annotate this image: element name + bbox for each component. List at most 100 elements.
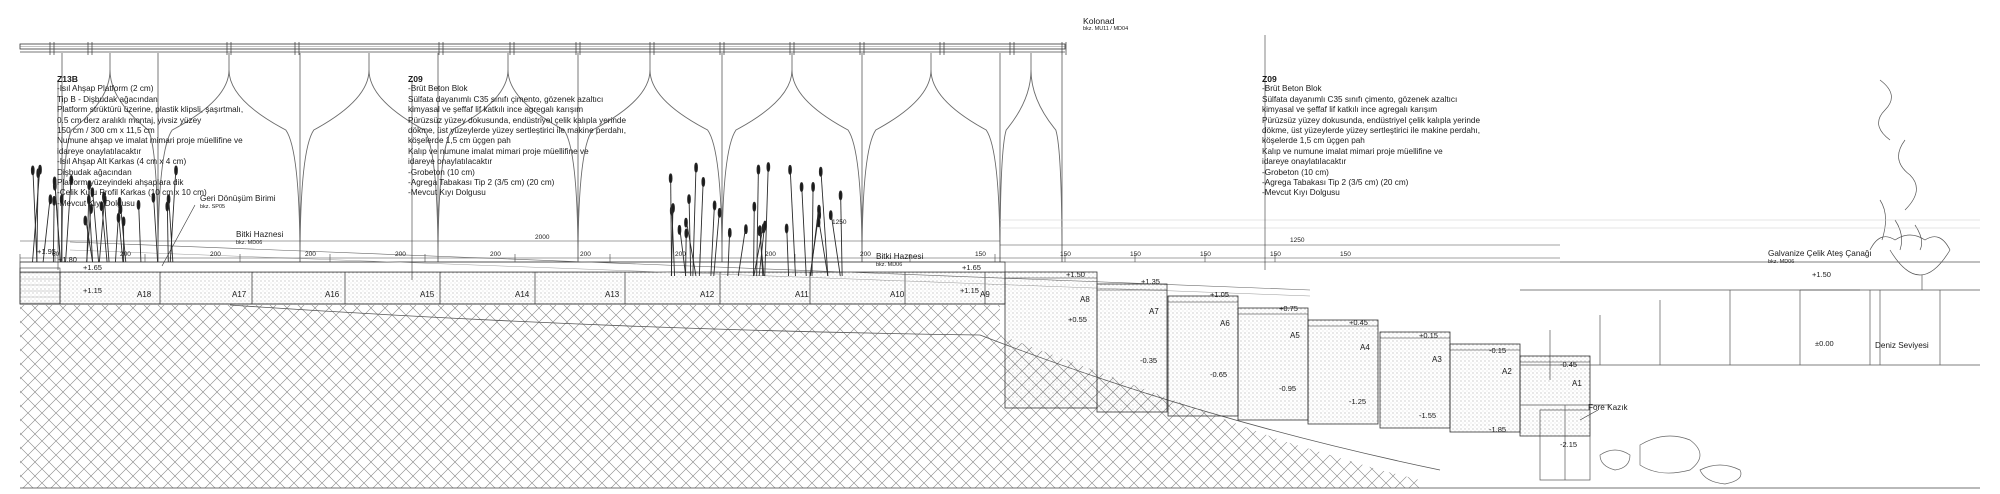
deck-slab [19, 271, 1006, 305]
note-line: 0.5 cm derz aralıklı montaj, yivsiz yüze… [57, 115, 202, 125]
arch-curve [437, 53, 509, 263]
note-line: -Agrega Tabakası Tip 2 (3/5 cm) (20 cm) [408, 178, 555, 188]
step-label: A6 [1220, 319, 1230, 328]
callout-title: Bitki Haznesi [236, 230, 284, 239]
arch-curve [157, 53, 230, 263]
note-line: köşelerde 1,5 cm üçgen pah [408, 136, 511, 146]
callout-ref: bkz. MD06 [1768, 259, 1795, 266]
kolonad-label: Kolonad bkz. MU11 / MD04 [1083, 16, 1128, 33]
reed-head [784, 223, 789, 234]
step-top-level: +1.35 [1141, 277, 1160, 286]
note-line: Pürüzsüz yüzey dokusunda, endüstriyel çe… [408, 115, 626, 125]
reed-stem [670, 174, 673, 277]
concrete-step-block [1307, 319, 1379, 425]
note-line: -Mevcut Kıyı Dolgusu [1262, 188, 1340, 198]
reed-head [684, 228, 689, 239]
dimension-overall-label: 2000 [535, 234, 550, 241]
concrete-step-block [1004, 271, 1098, 409]
dimension-label: 200 [305, 251, 316, 258]
dimension-label: 150 [1340, 251, 1351, 258]
arch-curve [228, 69, 301, 263]
concrete-step-block [1167, 295, 1239, 417]
note-line: -Grobeton (10 cm) [1262, 167, 1329, 177]
dimension-label: 200 [120, 251, 131, 258]
reed-head [687, 194, 691, 205]
step-bottom-level: -0.35 [1140, 356, 1157, 365]
callout-ref: bkz. SP05 [200, 204, 226, 211]
arch-curve [649, 69, 723, 263]
note-line: Pürüzsüz yüzey dokusunda, endüstriyel çe… [1262, 115, 1480, 125]
level-label: +1.95 [37, 247, 56, 256]
dimension-label: 150 [975, 251, 986, 258]
note-line: Sülfata dayanımlı C35 sınıfı çimento, gö… [1262, 94, 1458, 104]
dimension-label: 200 [860, 251, 871, 258]
note-z13b: Z13B -Isıl Ahşap Platform (2 cm) Tip B -… [57, 74, 243, 209]
reed-head [38, 164, 42, 175]
reed-head [677, 224, 682, 235]
note-line: kimyasal ve şeffaf lif katkılı ince agre… [408, 105, 584, 115]
step-top-level: -0.45 [1560, 360, 1577, 369]
reed-stem [32, 166, 38, 263]
step-label: A3 [1432, 355, 1442, 364]
fore-kazik-label: Fore Kazık [1588, 403, 1628, 412]
panel-label: A14 [515, 290, 530, 299]
arch-curve [507, 69, 579, 263]
reed-head [83, 215, 88, 226]
step-top-level: +0.15 [1419, 331, 1438, 340]
callout-deniz-seviyesi: Deniz Seviyesi [1875, 341, 1929, 351]
concrete-step-block [1519, 355, 1591, 437]
callout-title: Geri Dönüşüm Birimi [200, 194, 276, 203]
note-line: 150 cm / 300 cm x 11,5 cm [57, 126, 155, 136]
reed-head [102, 194, 107, 205]
note-line: Platform yüzeyindeki ahşaplara dik [57, 178, 184, 188]
callout-ref: bkz. MD06 [876, 262, 903, 269]
note-line: dökme, üst yüzeylerde yüzey sertleştiric… [408, 126, 626, 136]
callout-title: Bitki Haznesi [876, 252, 924, 261]
note-line: Kalıp ve numune imalat mimari proje müel… [1262, 146, 1443, 156]
arch-curve [1030, 69, 1063, 263]
note-z09-code: Z09 [1262, 74, 1277, 84]
note-line: kimyasal ve şeffaf lif katkılı ince agre… [1262, 105, 1438, 115]
reed-head [727, 227, 732, 238]
level-label: +1.15 [960, 286, 979, 295]
callout-bitki-2: Bitki Haznesi bkz. MD06 [876, 252, 923, 269]
reed-head [99, 201, 104, 212]
reed-stem [801, 183, 807, 277]
reed-head [756, 164, 761, 175]
dimension-label: 150 [1200, 251, 1211, 258]
step-mid-level: +0.55 [1068, 315, 1087, 324]
note-z09-a: Z09 -Brüt Beton Blok Sülfata dayanımlı C… [408, 74, 626, 199]
reed-head [30, 165, 35, 176]
callout-title: Galvanize Çelik Ateş Çanağı [1768, 249, 1872, 258]
note-line: Platform strüktürü üzerine, plastik klip… [57, 105, 244, 115]
callout-geri-donusum: Geri Dönüşüm Birimi bkz. SP05 [200, 194, 276, 211]
dimension-label: 150 [1270, 251, 1281, 258]
panel-label: A16 [325, 290, 340, 299]
reed-head [752, 201, 757, 212]
panel-label: A15 [420, 290, 435, 299]
concrete-step-block [1379, 331, 1451, 429]
dimension-label: 200 [210, 251, 221, 258]
note-line: -Isıl Ahşap Alt Karkas (4 cm x 4 cm) [57, 157, 187, 167]
reed-head [811, 182, 815, 192]
note-z13b-code: Z13B [57, 74, 79, 84]
level-label: +1.65 [962, 263, 981, 272]
step-label: A5 [1290, 331, 1300, 340]
reed-head [766, 162, 771, 172]
dimension-label: 200 [490, 251, 501, 258]
note-line: -Mevcut Kıyı Dolgusu [57, 198, 135, 208]
reed-head [69, 175, 74, 185]
reed-head [90, 187, 95, 198]
reed-head [701, 177, 706, 187]
reed-head [52, 195, 57, 206]
ground-fill [20, 305, 1420, 488]
rocks [1599, 435, 1742, 485]
callout-ref: bkz. MD06 [236, 240, 263, 247]
reed-head [694, 162, 698, 173]
panel-label: A10 [890, 290, 905, 299]
panel-label: A18 [137, 290, 152, 299]
reed-head [788, 164, 792, 175]
reed-head [744, 224, 748, 235]
step-top-level: -0.15 [1489, 346, 1506, 355]
